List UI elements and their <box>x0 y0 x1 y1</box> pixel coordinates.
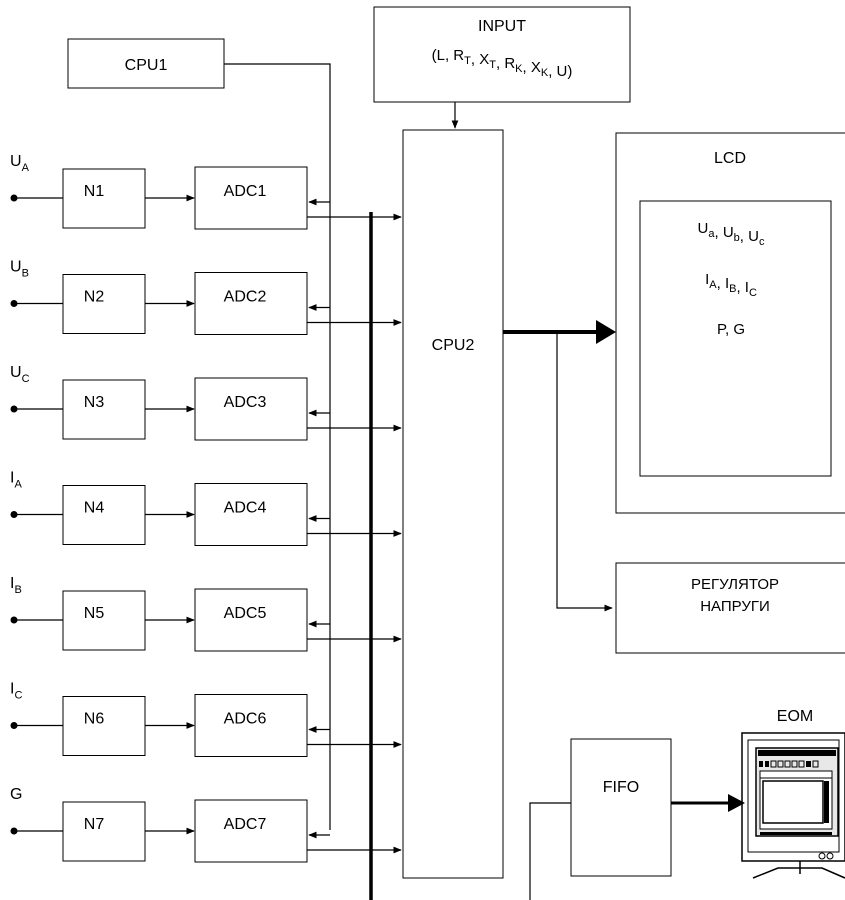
normalizer-label: N2 <box>84 289 105 306</box>
regulator-label-line1: РЕГУЛЯТОР <box>691 576 779 593</box>
cpu1-label: CPU1 <box>125 57 168 74</box>
adc-label: ADC7 <box>224 816 267 833</box>
fifo-block: FIFO <box>571 739 671 876</box>
normalizer-label: N5 <box>84 605 105 622</box>
normalizer-label: N3 <box>84 394 105 411</box>
channel-input-label: IC <box>10 681 22 702</box>
channel-row: IA N4 ADC4 <box>10 470 401 546</box>
lcd-title: LCD <box>714 150 746 167</box>
adc-label: ADC1 <box>224 183 267 200</box>
adc-label: ADC4 <box>224 500 267 517</box>
normalizer-label: N6 <box>84 711 105 728</box>
input-block: INPUT (L, RT, XT, RK, XK, U) <box>374 7 630 102</box>
channel-row: UB N2 ADC2 <box>10 259 401 335</box>
adc-label: ADC3 <box>224 394 267 411</box>
lcd-line-power: P, G <box>717 321 745 338</box>
fifo-input-line <box>530 803 571 900</box>
channel-input-label: UB <box>10 259 29 280</box>
normalizer-label: N1 <box>84 183 105 200</box>
channel-row: UA N1 ADC1 <box>10 153 401 229</box>
adc-label: ADC6 <box>224 711 267 728</box>
voltage-regulator-block: РЕГУЛЯТОР НАПРУГИ <box>616 563 845 653</box>
fifo-label: FIFO <box>603 779 639 796</box>
cpu2-to-regulator-arrow <box>557 332 612 608</box>
adc-label: ADC5 <box>224 605 267 622</box>
eom-label: EOM <box>777 708 813 725</box>
channel-input-label: UC <box>10 364 30 385</box>
normalizer-label: N4 <box>84 500 105 517</box>
normalizer-label: N7 <box>84 816 105 833</box>
regulator-label-line2: НАПРУГИ <box>700 598 770 615</box>
channel-row: G N7 ADC7 <box>10 786 401 862</box>
channel-input-label: G <box>10 786 22 803</box>
cpu2-label: CPU2 <box>432 337 475 354</box>
eom-computer-icon: EOM <box>742 708 845 878</box>
channel-input-label: IB <box>10 575 22 596</box>
cpu2-to-lcd-arrowhead <box>596 320 616 344</box>
input-title: INPUT <box>478 18 526 35</box>
adc-label: ADC2 <box>224 289 267 306</box>
channel-row: IC N6 ADC6 <box>10 681 401 757</box>
channel-row: IB N5 ADC5 <box>10 575 401 651</box>
lcd-block: LCD Ua, Ub, Uc IA, IB, IC P, G <box>616 133 845 513</box>
channel-input-label: IA <box>10 470 22 491</box>
channel-row: UC N3 ADC3 <box>10 364 401 440</box>
channel-input-label: UA <box>10 153 30 174</box>
cpu2-block: CPU2 <box>403 130 503 878</box>
cpu1-block: CPU1 <box>68 39 224 88</box>
